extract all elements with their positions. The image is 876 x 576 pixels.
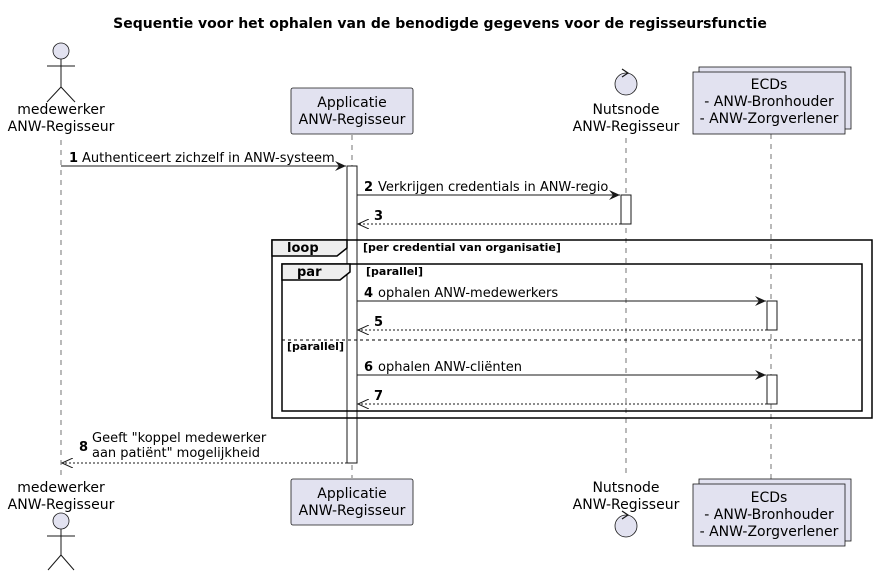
- participant-label: Applicatie: [317, 95, 386, 111]
- participant-nutsnode-bottom: Nutsnode ANW-Regisseur: [573, 480, 680, 538]
- message-number: 3: [374, 209, 383, 224]
- participant-label: ANW-Regisseur: [573, 497, 680, 513]
- message-number: 5: [374, 315, 383, 330]
- message-6: 6 ophalen ANW-cliënten: [357, 360, 766, 380]
- participant-label: ECDs: [751, 490, 788, 506]
- message-4: 4 ophalen ANW-medewerkers: [357, 286, 766, 306]
- message-number: 8: [79, 440, 88, 455]
- message-number: 1: [69, 151, 78, 166]
- control-icon: [614, 68, 638, 96]
- message-label: Verkrijgen credentials in ANW-regio: [378, 180, 608, 195]
- message-label: Authenticeert zichzelf in ANW-systeem: [82, 151, 335, 166]
- message-2: 2 Verkrijgen credentials in ANW-regio: [357, 180, 620, 200]
- message-8: 8 Geeft "koppel medewerker aan patiënt" …: [62, 431, 347, 463]
- message-5: 5: [358, 315, 767, 330]
- activation-ecds-1: [766, 300, 778, 331]
- participant-label: - ANW-Bronhouder: [704, 94, 834, 110]
- diagram-title: Sequentie voor het ophalen van de benodi…: [113, 16, 767, 32]
- message-label: aan patiënt" mogelijkheid: [92, 446, 260, 461]
- participant-nutsnode-top: Nutsnode ANW-Regisseur: [573, 68, 680, 135]
- message-number: 6: [364, 360, 373, 375]
- par-else-guard: [parallel]: [287, 340, 344, 353]
- participant-ecds-top: ECDs - ANW-Bronhouder - ANW-Zorgverlener: [692, 66, 852, 135]
- loop-keyword: loop: [287, 241, 319, 256]
- message-7: 7: [358, 389, 767, 404]
- activation-nutsnode: [620, 194, 632, 225]
- participant-label: ANW-Regisseur: [8, 119, 115, 135]
- control-icon: [614, 510, 638, 538]
- participant-applicatie-bottom: Applicatie ANW-Regisseur: [290, 478, 414, 526]
- participant-label: ANW-Regisseur: [299, 112, 406, 128]
- participant-medewerker-bottom: medewerker ANW-Regisseur: [8, 480, 115, 571]
- participant-label: ANW-Regisseur: [573, 119, 680, 135]
- participant-label: medewerker: [17, 102, 105, 118]
- participant-label: ANW-Regisseur: [8, 497, 115, 513]
- loop-guard: [per credential van organisatie]: [363, 241, 561, 254]
- actor-icon: [46, 42, 76, 103]
- par-guard: [parallel]: [366, 265, 423, 278]
- loop-fragment: loop [per credential van organisatie]: [271, 239, 873, 419]
- activation-ecds-2: [766, 374, 778, 405]
- message-label: Geeft "koppel medewerker: [92, 431, 267, 446]
- message-number: 7: [374, 389, 383, 404]
- participant-label: - ANW-Zorgverlener: [700, 524, 839, 540]
- participant-label: Nutsnode: [592, 102, 659, 118]
- participant-label: Nutsnode: [592, 480, 659, 496]
- participant-ecds-bottom: ECDs - ANW-Bronhouder - ANW-Zorgverlener: [692, 478, 852, 547]
- participant-label: - ANW-Zorgverlener: [700, 111, 839, 127]
- actor-icon: [47, 512, 75, 571]
- message-number: 4: [364, 286, 373, 301]
- par-fragment: par [parallel] [parallel]: [281, 263, 863, 412]
- activation-applicatie: [346, 165, 358, 464]
- participant-medewerker-top: medewerker ANW-Regisseur: [8, 42, 115, 135]
- participant-label: ANW-Regisseur: [299, 503, 406, 519]
- participant-label: medewerker: [17, 480, 105, 496]
- message-number: 2: [364, 180, 373, 195]
- par-keyword: par: [297, 265, 322, 280]
- message-label: ophalen ANW-cliënten: [378, 360, 522, 375]
- participant-label: Applicatie: [317, 486, 386, 502]
- message-label: ophalen ANW-medewerkers: [378, 286, 558, 301]
- message-1: 1 Authenticeert zichzelf in ANW-systeem: [61, 151, 346, 171]
- participant-applicatie-top: Applicatie ANW-Regisseur: [290, 87, 414, 135]
- participant-label: - ANW-Bronhouder: [704, 507, 834, 523]
- participant-label: ECDs: [751, 77, 788, 93]
- message-3: 3: [358, 209, 621, 224]
